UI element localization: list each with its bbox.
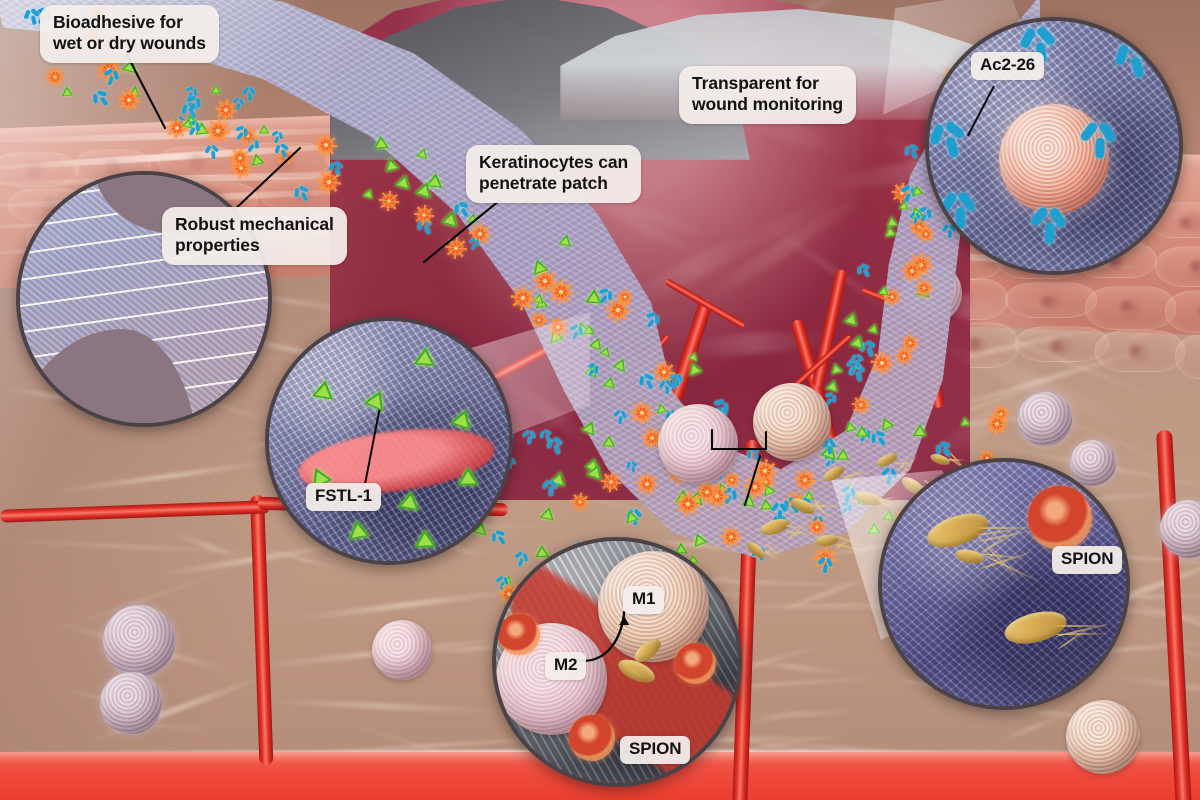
inset-fstl-1 xyxy=(265,317,513,565)
callout-keratinocytes: Keratinocytes can penetrate patch xyxy=(466,145,642,203)
inset-label-spion-bot: SPION xyxy=(620,736,691,764)
inset-texture xyxy=(882,462,1126,706)
inset-ac2-26 xyxy=(925,17,1183,275)
callout-transparent: Transparent for wound monitoring xyxy=(679,66,857,124)
inset-spion-bacteria xyxy=(878,458,1130,710)
inset-leader-fstl1 xyxy=(364,409,381,485)
inset-label-ac2-26: Ac2-26 xyxy=(971,52,1045,80)
inset-leader-m1m2 xyxy=(573,611,630,663)
inset-label-m2: M2 xyxy=(545,652,587,680)
callout-bioadhesive: Bioadhesive for wet or dry wounds xyxy=(40,5,219,63)
inset-m1-m2-spion xyxy=(492,537,742,787)
inset-label-spion-right: SPION xyxy=(1052,546,1123,574)
inset-label-fstl-1: FSTL-1 xyxy=(306,483,382,511)
inset-label-m1: M1 xyxy=(623,586,665,614)
inset-leader-ac226 xyxy=(966,85,995,137)
callout-robust: Robust mechanical properties xyxy=(162,207,347,265)
